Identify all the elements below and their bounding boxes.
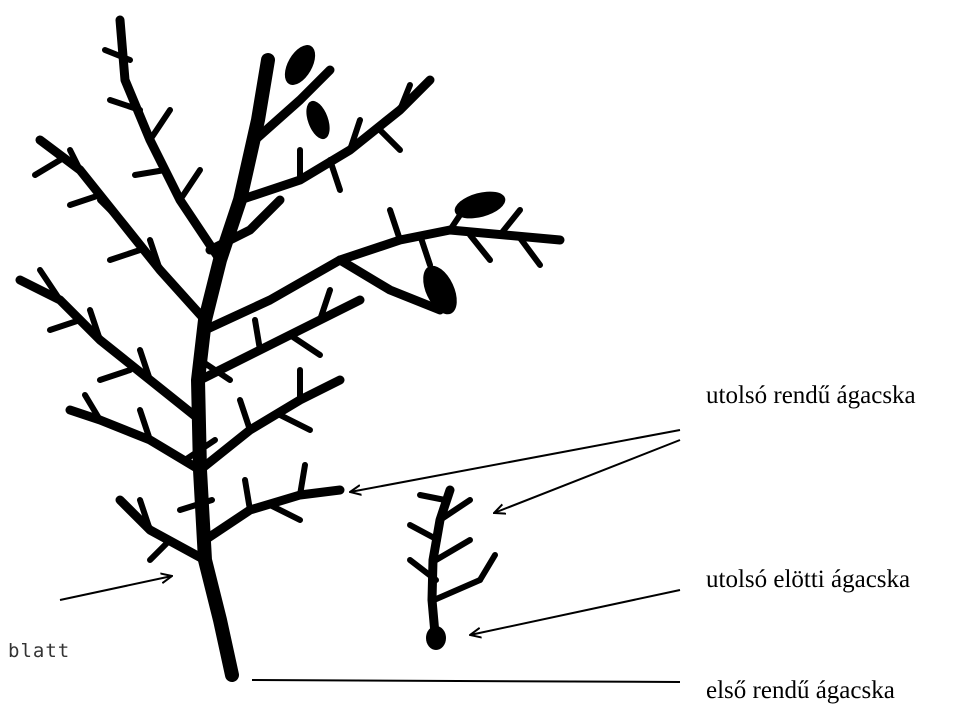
arrow-last-order-to-spray — [350, 430, 680, 492]
label-last-order-branchlet: utolsó rendű ágacska — [706, 382, 916, 410]
arrow-penultimate-to-detached — [470, 590, 680, 635]
arrow-last-order-to-detached — [494, 440, 680, 513]
label-leaf: blatt — [8, 640, 70, 662]
primary-branches — [20, 20, 560, 560]
arrow-leaf-to-stem — [60, 576, 172, 600]
detached-branchlet-illustration — [410, 490, 495, 650]
line-first-order — [252, 680, 680, 682]
label-first-order-branchlet: első rendű ágacska — [706, 677, 895, 705]
label-penultimate-branchlet: utolsó elötti ágacska — [706, 566, 910, 594]
secondary-twigs — [35, 50, 540, 560]
